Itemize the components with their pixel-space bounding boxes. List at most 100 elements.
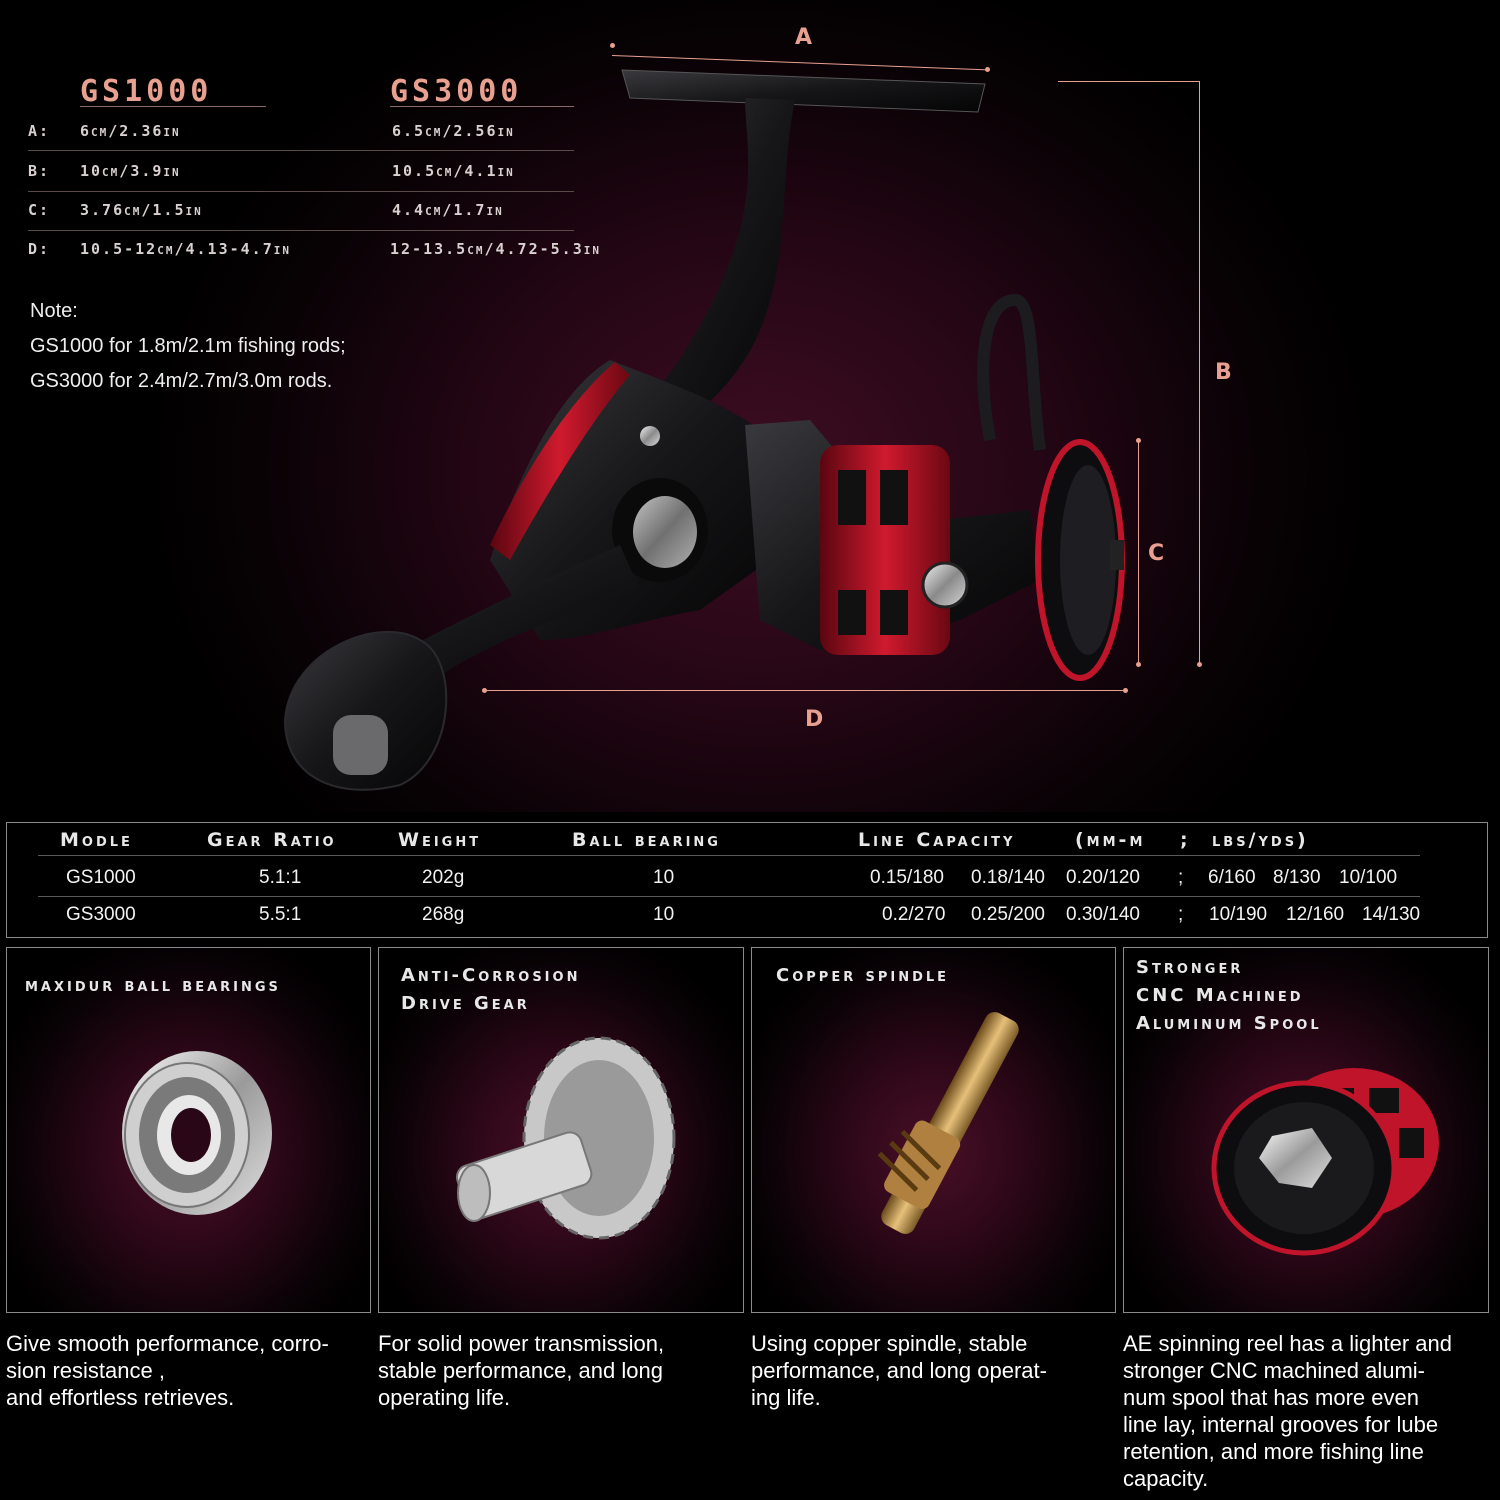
description-line: line lay, internal grooves for lube <box>1123 1412 1439 1437</box>
feature-title: Stronger <box>1136 957 1244 978</box>
ball-bearing-image <box>122 1051 272 1215</box>
table-header-unit-lbs: lbs/yds) <box>1212 829 1309 851</box>
feature-title: Anti-Corrosion <box>401 965 581 986</box>
spec-row-divider <box>28 191 574 192</box>
spec-key: C: <box>28 201 51 219</box>
table-cell-capacity-lbs: 10/190 <box>1209 904 1268 925</box>
feature-panel-aluminum-spool: Stronger CNC Machined Aluminum Spool <box>1123 947 1489 1313</box>
spec-value-gs1000: 10cm/3.9in <box>80 162 181 180</box>
description-line: stable performance, and long <box>378 1358 663 1383</box>
spec-value-gs1000: 6cm/2.36in <box>80 122 181 140</box>
table-divider <box>38 855 1420 856</box>
dimension-endpoint <box>1136 662 1141 667</box>
table-cell-capacity-mm: 0.25/200 <box>971 904 1045 925</box>
description-line: For solid power transmission, <box>378 1331 665 1356</box>
table-cell-capacity-mm: 0.18/140 <box>971 867 1045 888</box>
table-cell-capacity-lbs: 14/130 <box>1362 904 1421 925</box>
spinning-reel-illustration <box>283 69 1125 791</box>
spec-value-gs3000: 6.5cm/2.56in <box>392 122 515 140</box>
note-line: GS3000 for 2.4m/2.7m/3.0m rods. <box>30 370 333 392</box>
table-cell-model: GS1000 <box>66 867 136 888</box>
feature-panel-copper-spindle: Copper spindle <box>751 947 1116 1313</box>
dimension-label-b: B <box>1215 360 1232 385</box>
table-cell-bearing: 10 <box>653 904 675 925</box>
dimension-endpoint <box>1197 662 1202 667</box>
copper-spindle-image <box>877 1012 1019 1234</box>
spec-row-divider <box>28 230 574 231</box>
dimension-label-a: A <box>795 25 813 50</box>
spec-value-gs1000: 3.76cm/1.5in <box>80 201 203 219</box>
table-cell-gear: 5.1:1 <box>259 867 302 888</box>
dimension-line-b <box>1199 81 1200 666</box>
spec-value-gs1000: 10.5-12cm/4.13-4.7in <box>80 240 291 258</box>
aluminum-spool-image <box>1211 1068 1439 1256</box>
feature-panel-drive-gear: Anti-Corrosion Drive Gear <box>378 947 744 1313</box>
spec-header-gs3000: GS3000 <box>390 74 523 109</box>
feature-title: Drive Gear <box>401 993 530 1014</box>
description-line: Using copper spindle, stable <box>751 1331 1028 1356</box>
table-cell-capacity-lbs: 12/160 <box>1286 904 1345 925</box>
description-line: retention, and more fishing line <box>1123 1439 1424 1464</box>
spec-header-underline <box>80 106 266 107</box>
description-line: performance, and long operat- <box>751 1358 1047 1383</box>
table-divider <box>38 896 1420 897</box>
note-title: Note: <box>30 300 78 322</box>
feature-description-drive-gear: For solid power transmission, stable per… <box>378 1330 664 1411</box>
spec-value-gs3000: 10.5cm/4.1in <box>392 162 515 180</box>
feature-title: Aluminum Spool <box>1136 1013 1322 1034</box>
table-header-weight: Weight <box>398 829 482 851</box>
dimension-endpoint <box>1123 688 1128 693</box>
table-cell-weight: 268g <box>422 904 465 925</box>
spec-table <box>6 822 1488 938</box>
description-line: capacity. <box>1123 1466 1209 1491</box>
table-cell-capacity-mm: 0.2/270 <box>882 904 946 925</box>
table-header-model: Modle <box>60 829 133 851</box>
spec-header-underline <box>390 106 574 107</box>
spec-value-gs3000: 4.4cm/1.7in <box>392 201 504 219</box>
feature-title: Copper spindle <box>776 965 950 986</box>
table-cell-capacity-mm: 0.20/120 <box>1066 867 1140 888</box>
feature-title: maxidur ball bearings <box>25 975 281 996</box>
spec-header-gs1000: GS1000 <box>80 74 213 109</box>
feature-panel-ball-bearings: maxidur ball bearings <box>6 947 371 1313</box>
table-cell-bearing: 10 <box>653 867 675 888</box>
description-line: operating life. <box>378 1385 511 1410</box>
feature-description-ball-bearings: Give smooth performance, corro- sion res… <box>6 1330 329 1411</box>
note-line: GS1000 for 1.8m/2.1m fishing rods; <box>30 335 346 357</box>
feature-description-copper-spindle: Using copper spindle, stable performance… <box>751 1330 1047 1411</box>
table-cell-capacity-mm: 0.30/140 <box>1066 904 1140 925</box>
dimension-line-d <box>485 690 1126 691</box>
spec-key: A: <box>28 122 51 140</box>
hero-section: GS1000 GS3000 A: 6cm/2.36in 6.5cm/2.56in… <box>0 0 1500 812</box>
dimension-endpoint <box>1136 438 1141 443</box>
table-cell-model: GS3000 <box>66 904 136 925</box>
description-line: and effortless retrieves. <box>6 1385 235 1410</box>
feature-description-aluminum-spool: AE spinning reel has a lighter and stron… <box>1123 1330 1452 1492</box>
table-cell-capacity-lbs: 6/160 <box>1208 867 1256 888</box>
table-header-gear-ratio: Gear Ratio <box>207 829 337 851</box>
description-line: num spool that has more even <box>1123 1385 1419 1410</box>
description-line: stronger CNC machined alumi- <box>1123 1358 1425 1383</box>
table-header-ball-bearing: Ball bearing <box>572 829 721 851</box>
table-cell-weight: 202g <box>422 867 465 888</box>
table-cell-gear: 5.5:1 <box>259 904 302 925</box>
table-cell-capacity-lbs: 10/100 <box>1339 867 1398 888</box>
dimension-endpoint <box>985 67 990 72</box>
description-line: ing life. <box>751 1385 821 1410</box>
table-cell-capacity-mm: 0.15/180 <box>870 867 944 888</box>
table-cell-separator: ; <box>1178 867 1184 888</box>
description-line: Give smooth performance, corro- <box>6 1331 329 1356</box>
table-header-line-capacity: Line Capacity <box>858 829 1016 851</box>
spec-row-divider <box>28 150 574 151</box>
spec-key: B: <box>28 162 51 180</box>
table-cell-separator: ; <box>1178 904 1184 925</box>
dimension-line-b <box>1058 81 1200 82</box>
spec-value-gs3000: 12-13.5cm/4.72-5.3in <box>390 240 601 258</box>
dimension-label-d: D <box>805 707 824 732</box>
description-line: AE spinning reel has a lighter and <box>1123 1331 1452 1356</box>
feature-title: CNC Machined <box>1136 985 1304 1006</box>
dimension-endpoint <box>610 43 615 48</box>
dimension-endpoint <box>482 688 487 693</box>
spec-key: D: <box>28 240 51 258</box>
table-cell-capacity-lbs: 8/130 <box>1273 867 1321 888</box>
